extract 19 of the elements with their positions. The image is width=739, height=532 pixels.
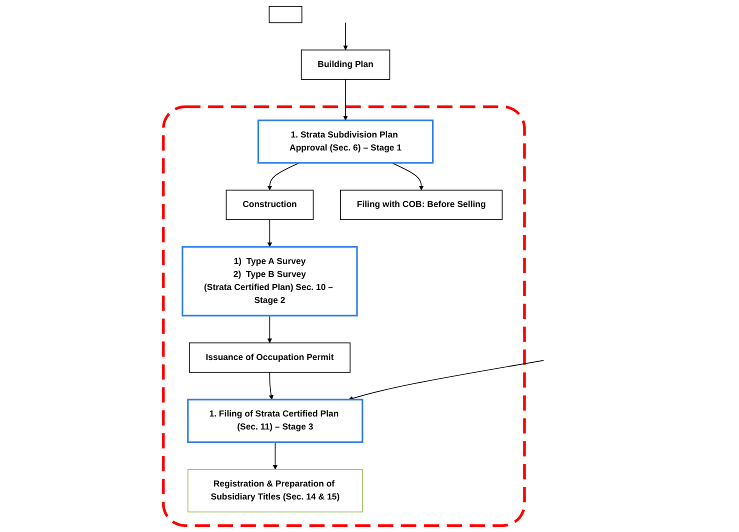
node-box: Building Plan <box>300 50 390 80</box>
arrow <box>342 22 348 50</box>
arrow <box>268 372 274 400</box>
arrow <box>266 315 272 344</box>
node-box: Issuance of Occupation Permit <box>188 342 350 373</box>
arrow <box>272 442 278 470</box>
arrow <box>348 360 544 401</box>
arrow <box>266 219 272 248</box>
node-box: 1. Filing of Strata Certified Plan (Sec. 11) – Stage 3 <box>186 398 363 443</box>
node-box <box>268 6 302 24</box>
cluster <box>162 105 526 527</box>
arrow <box>266 162 300 190</box>
arrow <box>342 79 348 121</box>
arrow <box>390 162 424 190</box>
node-box: Filing with COB: Before Selling <box>340 190 502 220</box>
node-box: Construction <box>225 190 314 220</box>
node-box: 1) Type A Survey 2) Type B Survey (Strata Certified Plan) Sec. 10 – Stage 2 <box>181 246 358 316</box>
node-box: 1. Strata Subdivision Plan Approval (Sec. 6) – Stage 1 <box>257 120 434 164</box>
node-box: Registration & Preparation of Subsidiary Titles (Sec. 14 & 15) <box>187 469 363 512</box>
